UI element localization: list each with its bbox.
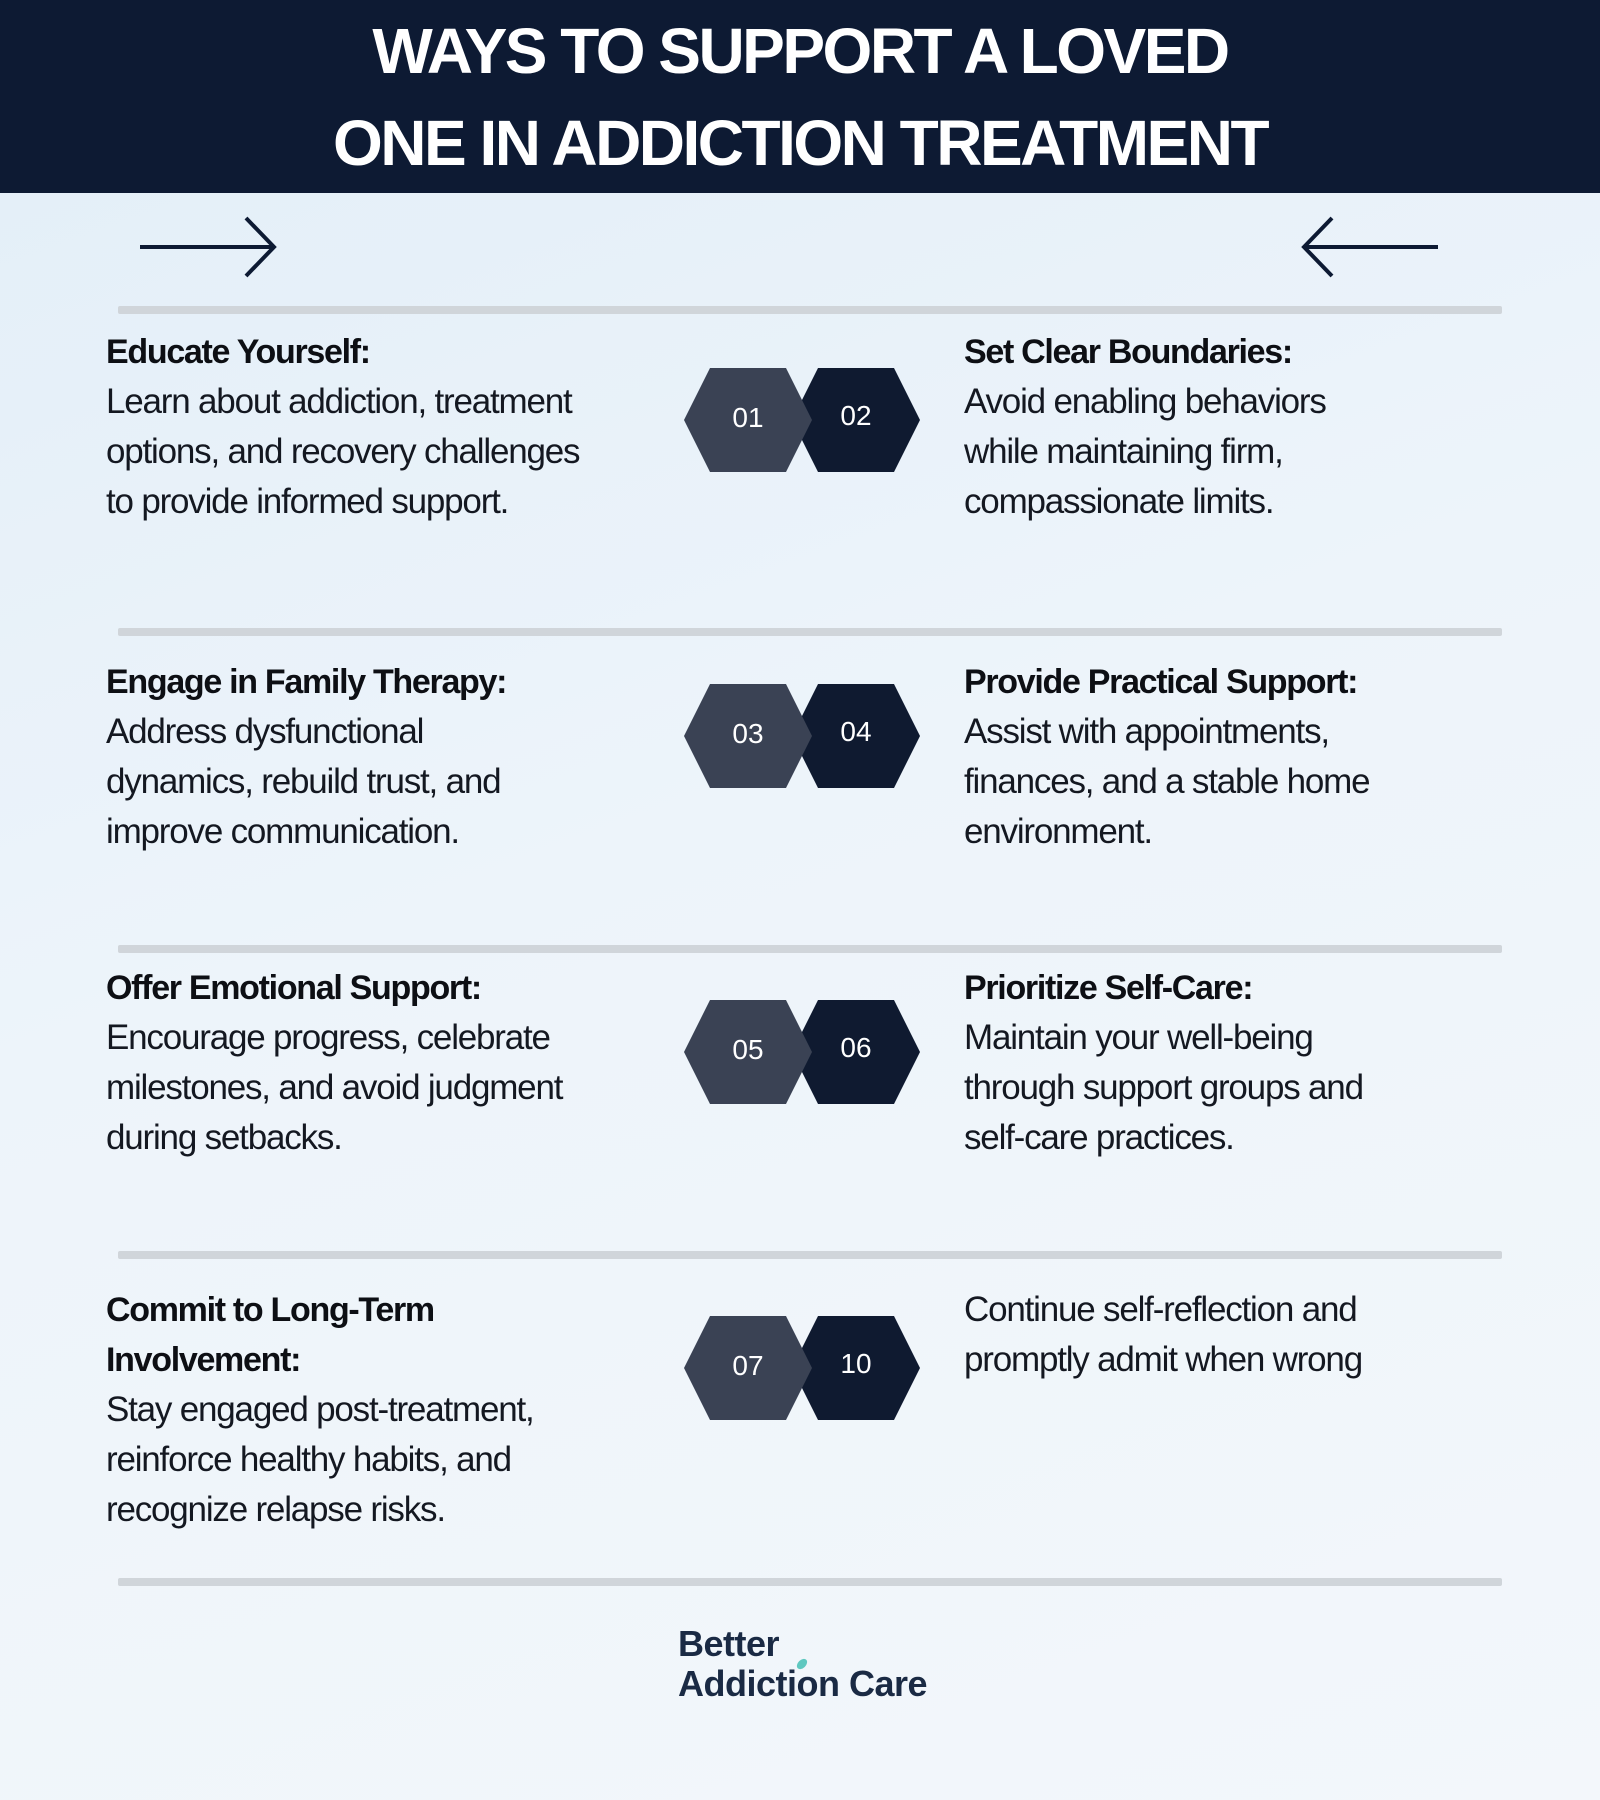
tip-title: Educate Yourself:: [106, 333, 371, 371]
step-number-pair: 03 04: [684, 684, 936, 790]
tip-body-line: self-care practices.: [964, 1118, 1235, 1157]
tip-body-line: promptly admit when wrong: [964, 1340, 1363, 1379]
tip-body-line: finances, and a stable home: [964, 762, 1371, 801]
tip-body-line: through support groups and: [964, 1068, 1364, 1107]
hexagon-icon: [792, 1000, 920, 1104]
tip-body-line: environment.: [964, 812, 1153, 851]
tip-emotional-support: Offer Emotional Support: Encourage progr…: [106, 963, 666, 1163]
tip-body-line: Learn about addiction, treatment: [106, 382, 573, 421]
tip-body-line: Assist with appointments,: [964, 712, 1330, 751]
tip-title: Set Clear Boundaries:: [964, 333, 1293, 371]
tip-educate-yourself: Educate Yourself: Learn about addiction,…: [106, 327, 666, 527]
tip-body-line: compassionate limits.: [964, 482, 1275, 521]
tip-body-line: dynamics, rebuild trust, and: [106, 762, 502, 801]
tip-body-line: improve communication.: [106, 812, 460, 851]
logo-text-line-2: Addiction Care: [678, 1663, 928, 1704]
hexagon-icon: [792, 368, 920, 472]
tip-body-line: Stay engaged post-treatment,: [106, 1390, 535, 1429]
tip-family-therapy: Engage in Family Therapy: Address dysfun…: [106, 657, 666, 857]
step-number: 04: [840, 716, 872, 747]
tip-title: Provide Practical Support:: [964, 663, 1359, 701]
hexagon-icon: [684, 1316, 812, 1420]
step-number: 01: [732, 402, 764, 433]
tip-title: Prioritize Self-Care:: [964, 969, 1254, 1007]
tip-body-line: Encourage progress, celebrate: [106, 1018, 551, 1057]
leaf-icon: [796, 1658, 808, 1670]
arrow-left-icon: [1301, 216, 1438, 278]
divider: [118, 945, 1502, 953]
step-number: 02: [840, 400, 872, 431]
divider: [118, 628, 1502, 636]
tip-body-line: milestones, and avoid judgment: [106, 1068, 563, 1107]
step-number: 06: [840, 1032, 872, 1063]
step-number: 05: [732, 1034, 764, 1065]
hexagon-icon: [684, 684, 812, 788]
step-number: 10: [840, 1348, 872, 1379]
tip-body-line: recognize relapse risks.: [106, 1490, 446, 1529]
step-number: 07: [732, 1350, 764, 1381]
tip-body-line: Avoid enabling behaviors: [964, 382, 1327, 421]
divider: [118, 1251, 1502, 1259]
hexagon-icon: [684, 368, 812, 472]
header-banner: WAYS TO SUPPORT A LOVED ONE IN ADDICTION…: [0, 0, 1600, 193]
tip-title: Offer Emotional Support:: [106, 969, 482, 1007]
step-number: 03: [732, 718, 764, 749]
page-title-line-2: ONE IN ADDICTION TREATMENT: [332, 106, 1270, 179]
arrow-right-icon: [140, 216, 277, 278]
tip-title-line: Involvement:: [106, 1341, 301, 1379]
tip-long-term-involvement: Commit to Long-Term Involvement: Stay en…: [106, 1285, 666, 1535]
hexagon-icon: [792, 684, 920, 788]
tip-body-line: Address dysfunctional: [106, 712, 424, 751]
tip-body-line: while maintaining firm,: [964, 432, 1284, 471]
hexagon-icon: [792, 1316, 920, 1420]
brand-logo: Better Addiction Care: [678, 1624, 958, 1704]
tip-set-clear-boundaries: Set Clear Boundaries: Avoid enabling beh…: [964, 327, 1524, 527]
step-number-pair: 07 10: [684, 1316, 936, 1422]
tip-title: Engage in Family Therapy:: [106, 663, 507, 701]
tip-body-line: reinforce healthy habits, and: [106, 1440, 512, 1479]
tip-body-line: during setbacks.: [106, 1118, 343, 1157]
hexagon-icon: [684, 1000, 812, 1104]
tip-body-line: Continue self-reflection and: [964, 1290, 1358, 1329]
tip-prioritize-self-care: Prioritize Self-Care: Maintain your well…: [964, 963, 1524, 1163]
page-title-line-1: WAYS TO SUPPORT A LOVED: [372, 14, 1230, 87]
tip-self-reflection: Continue self-reflection and promptly ad…: [964, 1285, 1524, 1385]
divider: [118, 306, 1502, 314]
step-number-pair: 05 06: [684, 1000, 936, 1106]
tip-title-line: Commit to Long-Term: [106, 1291, 435, 1329]
step-number-pair: 01 02: [684, 368, 936, 474]
tip-practical-support: Provide Practical Support: Assist with a…: [964, 657, 1524, 857]
tip-body-line: to provide informed support.: [106, 482, 509, 521]
tip-body-line: Maintain your well-being: [964, 1018, 1314, 1057]
divider: [118, 1578, 1502, 1586]
tip-body-line: options, and recovery challenges: [106, 432, 581, 471]
logo-text-line-1: Better: [678, 1623, 780, 1664]
